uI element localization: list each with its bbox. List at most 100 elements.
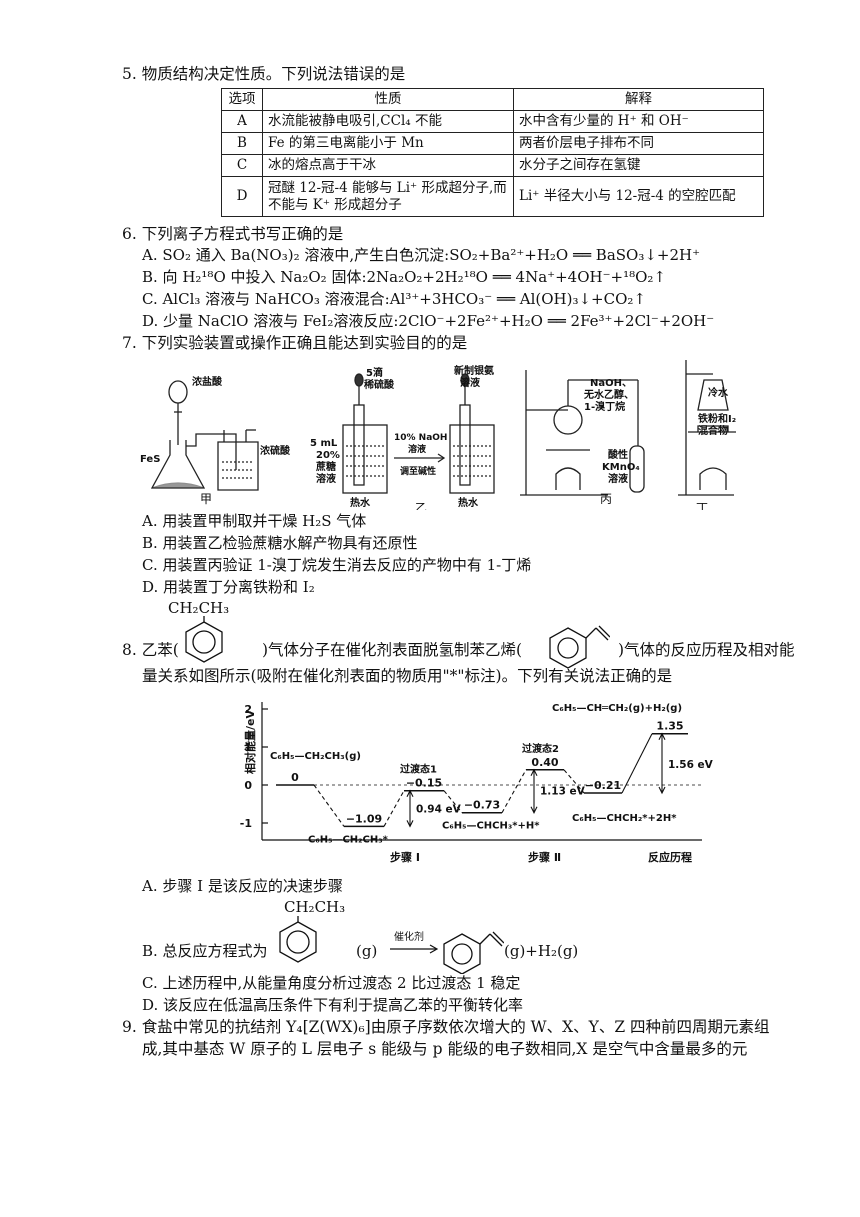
label-bromobutane: 1-溴丁烷 (584, 400, 625, 413)
label-bing: 丙 (600, 492, 612, 506)
apparatus-jia (150, 380, 259, 491)
x-axis-label: 反应历程 (648, 850, 692, 864)
q7-stem: 7. 下列实验装置或操作正确且能达到实验目的的是 (122, 334, 468, 352)
styrene-structure (549, 625, 610, 668)
q8-option-b-prefix: B. 总反应方程式为 (142, 942, 268, 960)
label-mixture: 混合物 (698, 424, 728, 437)
energy-connector (383, 790, 405, 827)
table-header-property: 性质 (262, 88, 514, 111)
label-conc-h2so4: 浓硫酸 (260, 444, 291, 457)
energy-value-label: −0.73 (464, 799, 500, 812)
species-label: C₆H₅—CH═CH₂(g)+H₂(g) (552, 703, 682, 714)
q8-option-b-g1: (g) (356, 942, 378, 960)
ethylbenzene-structure (185, 616, 223, 663)
option-b-ethylbenzene (279, 916, 317, 963)
label-tollens-2: 溶液 (460, 376, 480, 389)
table-cell-option: B (221, 132, 263, 155)
barrier-arrowhead (406, 789, 414, 797)
label-yi: 乙 (415, 501, 427, 510)
energy-profile-chart: 相对能量/eV 反应历程 步骤 Ⅰ 步骤 Ⅱ 210-10−1.09−0.15−… (240, 702, 714, 864)
barrier-arrowhead (530, 768, 538, 777)
label-tollens: 新制银氨 (454, 364, 494, 377)
label-dilute-h2so4: 稀硫酸 (364, 378, 395, 391)
table-cell-explanation: Li⁺ 半径大小与 12-冠-4 的空腔匹配 (513, 176, 764, 217)
barrier-arrowhead (530, 806, 538, 814)
barrier-arrowhead (406, 820, 414, 828)
barrier-arrowhead (658, 732, 666, 740)
q6-option-b: B. 向 H₂¹⁸O 中投入 Na₂O₂ 固体:2Na₂O₂+2H₂¹⁸O ══… (142, 268, 666, 286)
label-sucrose: 蔗糖 (315, 460, 336, 473)
q8-substituent-label: CH₂CH₃ (168, 599, 230, 617)
table-row: B Fe 的第三电离能小于 Mn 两者价层电子排布不同 (221, 132, 764, 155)
table-header-option: 选项 (221, 88, 263, 111)
y-tick-label: -1 (240, 817, 252, 830)
table-cell-option: A (221, 110, 263, 133)
label-alkaline: 调至碱性 (400, 465, 436, 477)
energy-value-label: 1.35 (656, 720, 683, 733)
barrier-arrowhead (658, 786, 666, 795)
table-cell-option: C (221, 154, 263, 177)
apparatus-ding (678, 360, 736, 496)
species-label: 过渡态2 (522, 742, 559, 755)
label-naoh-mix: NaOH、 (590, 378, 632, 389)
label-conc-hcl: 浓盐酸 (192, 375, 223, 388)
energy-connector (621, 733, 653, 794)
q5-table: 选项 性质 解释 A 水流能被静电吸引,CCl₄ 不能 水中含有少量的 H⁺ 和… (221, 88, 764, 217)
label-naoh-2: 溶液 (408, 443, 427, 455)
q8-option-d: D. 该反应在低温高压条件下有利于提高乙苯的平衡转化率 (142, 996, 524, 1014)
q8-option-b-catalyst: 催化剂 (394, 932, 424, 943)
table-cell-explanation: 水分子之间存在氢键 (513, 154, 764, 177)
label-sucrose-soln: 溶液 (316, 472, 336, 485)
energy-connector (563, 769, 585, 794)
species-label: 过渡态1 (400, 763, 437, 776)
energy-value-label: 0 (291, 771, 299, 784)
q9-line-2: 成,其中基态 W 原子的 L 层电子 s 能级与 p 能级的电子数相同,X 是空… (142, 1040, 748, 1058)
table-cell-explanation: 两者价层电子排布不同 (513, 132, 764, 155)
table-header-explanation: 解释 (513, 88, 764, 111)
table-header-row: 选项 性质 解释 (221, 88, 764, 111)
q6-option-a: A. SO₂ 通入 Ba(NO₃)₂ 溶液中,产生白色沉淀:SO₂+Ba²⁺+H… (142, 246, 701, 264)
q7-option-d: D. 用装置丁分离铁粉和 I₂ (142, 578, 315, 596)
label-20pct: 20% (316, 450, 340, 461)
label-naoh: 10% NaOH (394, 433, 447, 443)
label-5-drops: 5滴 (366, 366, 383, 379)
energy-connector (313, 784, 345, 827)
table-cell-property: 冠醚 12-冠-4 能够与 Li⁺ 形成超分子,而不能与 K⁺ 形成超分子 (262, 176, 514, 217)
y-tick-label: 0 (244, 779, 252, 792)
label-cold-water: 冷水 (708, 386, 729, 399)
step-2-label: 步骤 Ⅱ (528, 850, 561, 864)
species-label: C₆H₅—CH₂CH₃* (308, 834, 389, 845)
y-tick-label: 1 (244, 741, 252, 754)
q8-stem-a: 8. 乙苯( (122, 641, 179, 659)
energy-connector (443, 790, 463, 814)
step-1-label: 步骤 Ⅰ (390, 850, 420, 864)
label-jia: 甲 (200, 492, 212, 506)
label-kmno4-soln: 溶液 (608, 472, 628, 485)
y-axis-label: 相对能量/eV (243, 710, 257, 774)
y-tick-label: 2 (244, 703, 252, 716)
table-cell-property: Fe 的第三电离能小于 Mn (262, 132, 514, 155)
label-ethanol: 无水乙醇、 (583, 388, 634, 401)
label-hot-water-2: 热水 (458, 496, 479, 509)
species-label: C₆H₅—CHCH₃*+H* (442, 821, 540, 832)
q7-option-b: B. 用装置乙检验蔗糖水解产物具有还原性 (142, 534, 418, 552)
q6-stem: 6. 下列离子方程式书写正确的是 (122, 225, 344, 243)
q9-line-1: 9. 食盐中常见的抗结剂 Y₄[Z(WX)₆]由原子序数依次增大的 W、X、Y、… (122, 1018, 770, 1036)
barrier-label: 0.94 eV (416, 804, 462, 816)
q7-option-a: A. 用装置甲制取并干燥 H₂S 气体 (142, 512, 367, 530)
energy-value-label: −0.21 (585, 779, 621, 792)
table-cell-option: D (221, 176, 263, 217)
q8-stem-c: )气体的反应历程及相对能 (618, 641, 795, 659)
label-acidic: 酸性 (608, 448, 628, 461)
barrier-label: 1.56 eV (668, 759, 714, 771)
table-row: C 冰的熔点高于干冰 水分子之间存在氢键 (221, 154, 764, 177)
label-hot-water-1: 热水 (350, 496, 371, 509)
label-5ml: 5 mL (310, 438, 338, 449)
q8-option-a: A. 步骤 Ⅰ 是该反应的决速步骤 (142, 877, 343, 895)
energy-value-label: −0.15 (406, 777, 442, 790)
label-fe-i2: 铁粉和I₂ (698, 412, 736, 425)
q8-option-b-suffix: (g)+H₂(g) (504, 942, 579, 960)
barrier-label: 1.13 eV (540, 786, 586, 798)
q5-stem: 5. 物质结构决定性质。下列说法错误的是 (122, 65, 406, 83)
species-label: C₆H₅—CH₂CH₃(g) (270, 751, 361, 762)
